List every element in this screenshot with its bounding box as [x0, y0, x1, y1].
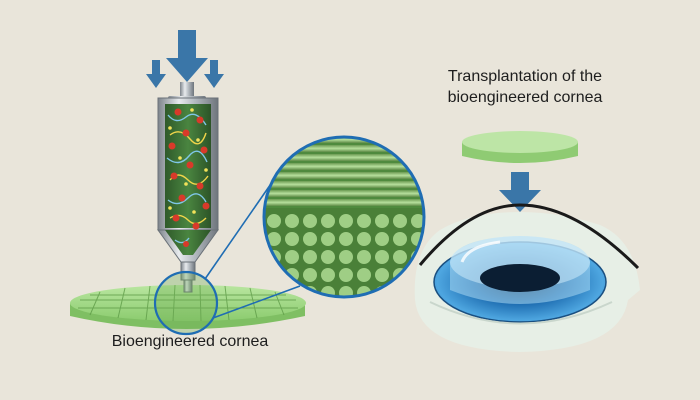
transplantation-label: Transplantation of the bioengineered cor…	[410, 66, 640, 108]
bioengineered-cornea-label: Bioengineered cornea	[111, 333, 269, 350]
down-arrow-icon	[499, 172, 541, 212]
eye	[414, 203, 640, 352]
transplantation-label-line2: bioengineered cornea	[447, 89, 603, 106]
zoomed-fiber-structure	[262, 135, 426, 299]
press-arrows	[146, 30, 224, 88]
implant-disc	[462, 131, 578, 163]
down-arrow-icon	[166, 30, 208, 82]
transplantation-label-line1: Transplantation of the	[447, 68, 603, 85]
bioprinter-syringe	[157, 82, 219, 293]
down-arrow-icon	[146, 60, 166, 88]
down-arrow-icon	[204, 60, 224, 88]
magnifier-icon	[153, 270, 219, 336]
printed-cornea-disc	[70, 284, 306, 329]
